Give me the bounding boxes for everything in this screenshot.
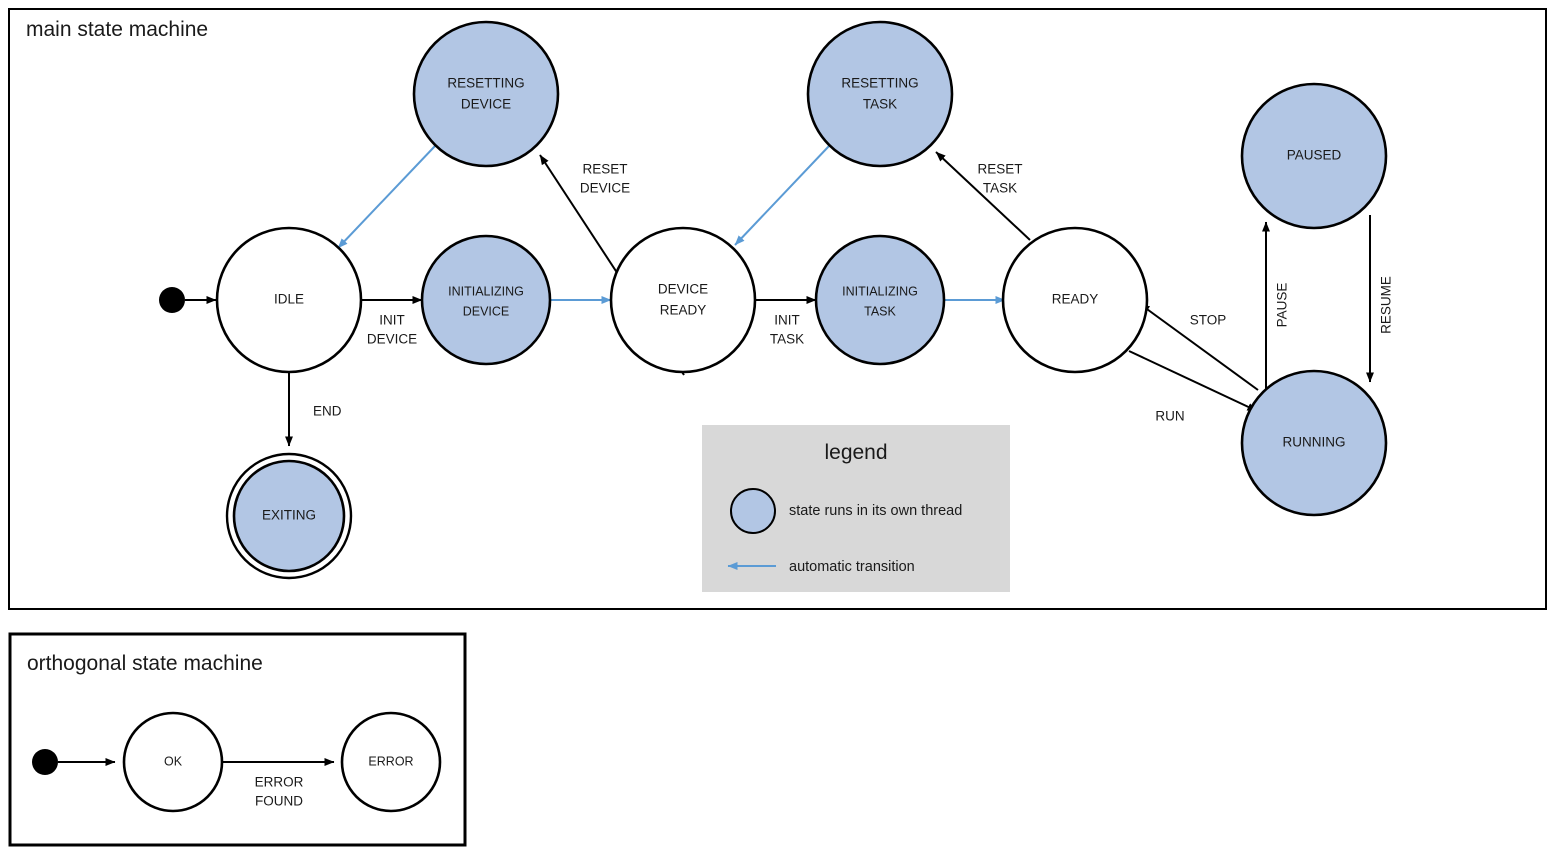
transition-running-ready: STOP [1139,303,1259,391]
state-label-line1: RUNNING [1283,435,1346,450]
transition-running-paused: PAUSE [1262,221,1290,395]
state-shape[interactable] [814,234,946,366]
state-label-line1: ERROR [368,754,413,768]
state-label-line2: TASK [863,97,897,112]
edge-label-line2: TASK [983,181,1017,196]
edge-label-line2: TASK [770,332,804,347]
state-shape[interactable] [806,20,954,168]
state-running[interactable]: RUNNING [1240,369,1388,517]
edge-label-line2: DEVICE [580,181,630,196]
state-label-line1: RESETTING [447,76,524,91]
state-device-ready[interactable]: DEVICE READY [609,226,757,374]
state-shape[interactable] [609,226,757,374]
state-resetting-device[interactable]: RESETTING DEVICE [412,20,560,168]
edge-line [337,145,436,249]
edge-label-line1: END [313,404,342,419]
orthogonal-frame-title: orthogonal state machine [27,652,263,675]
state-error[interactable]: ERROR [340,711,442,813]
transition-resetting-task-device-ready [734,145,830,246]
edge-label-line1: RESUME [1379,276,1394,334]
legend-title: legend [824,441,887,464]
main-frame-title: main state machine [26,18,208,41]
state-label-line2: TASK [864,304,896,318]
edge-label-line1: INIT [774,313,800,328]
transition-ready-resetting-task: RESET TASK [935,151,1031,241]
state-shape[interactable] [340,711,442,813]
state-shape[interactable] [1240,82,1388,230]
initial-pseudostate-main [159,287,185,313]
state-initializing-task[interactable]: INITIALIZING TASK [814,234,946,366]
legend: legend state runs in its own thread auto… [702,425,1010,592]
edge-label-line1: RESET [582,162,627,177]
state-label-line2: DEVICE [461,97,511,112]
edge-label-line2: FOUND [255,794,303,809]
transition-start-idle [159,287,217,313]
edge-line [734,145,830,246]
main-state-machine-frame [8,8,1547,610]
state-label-line1: RESETTING [841,76,918,91]
transition-idle-exiting: END [285,372,342,447]
orthogonal-state-machine-frame [8,632,467,847]
edge-line [1139,303,1259,391]
final-state-outer-ring [225,452,353,580]
state-paused[interactable]: PAUSED [1240,82,1388,230]
state-label-line1: DEVICE [658,282,708,297]
initial-pseudostate-orthogonal [32,749,58,775]
edge-label-line1: ERROR [255,775,304,790]
transition-ok-error: ERROR FOUND [223,758,335,809]
edge-label-line1: PAUSE [1275,283,1290,328]
state-label-line1: READY [1052,292,1099,307]
transition-resetting-device-idle [337,145,436,249]
legend-item-automatic: automatic transition [727,559,915,575]
state-label-line1: PAUSED [1287,148,1342,163]
state-shape[interactable] [232,459,346,573]
state-initializing-device[interactable]: INITIALIZING DEVICE [420,234,552,366]
state-idle[interactable]: IDLE [215,226,363,374]
state-shape[interactable] [1240,369,1388,517]
edge-line [935,151,1031,241]
legend-item-thread: state runs in its own thread [730,488,962,534]
state-exiting[interactable]: EXITING [225,452,353,580]
state-shape[interactable] [412,20,560,168]
state-label-line1: INITIALIZING [448,284,524,298]
state-shape[interactable] [420,234,552,366]
transition-start-ok [32,749,116,775]
transition-device-ready-initializing-task: INIT TASK [755,296,817,347]
state-label-line1: OK [164,754,183,768]
state-label-line1: EXITING [262,508,316,523]
state-shape[interactable] [1001,226,1149,374]
transition-idle-initializing-device: INIT DEVICE [361,296,423,347]
edge-label-line2: DEVICE [367,332,417,347]
state-ok[interactable]: OK [122,711,224,813]
state-shape[interactable] [215,226,363,374]
thread-state-swatch-icon [730,488,776,534]
legend-item-label: state runs in its own thread [789,503,962,519]
state-label-line2: READY [660,303,707,318]
state-shape[interactable] [122,711,224,813]
edge-line [1128,350,1258,412]
transition-ready-running: RUN [1128,350,1258,424]
transition-paused-running: RESUME [1366,215,1394,383]
edge-label-line1: RESET [977,162,1022,177]
state-label-line1: INITIALIZING [842,284,918,298]
legend-item-label: automatic transition [789,559,915,575]
state-resetting-task[interactable]: RESETTING TASK [806,20,954,168]
state-label-line1: IDLE [274,292,304,307]
edge-label-line1: STOP [1190,313,1227,328]
state-label-line2: DEVICE [463,304,510,318]
state-ready[interactable]: READY [1001,226,1149,374]
edge-label-line1: INIT [379,313,405,328]
edge-label-line1: RUN [1155,409,1184,424]
